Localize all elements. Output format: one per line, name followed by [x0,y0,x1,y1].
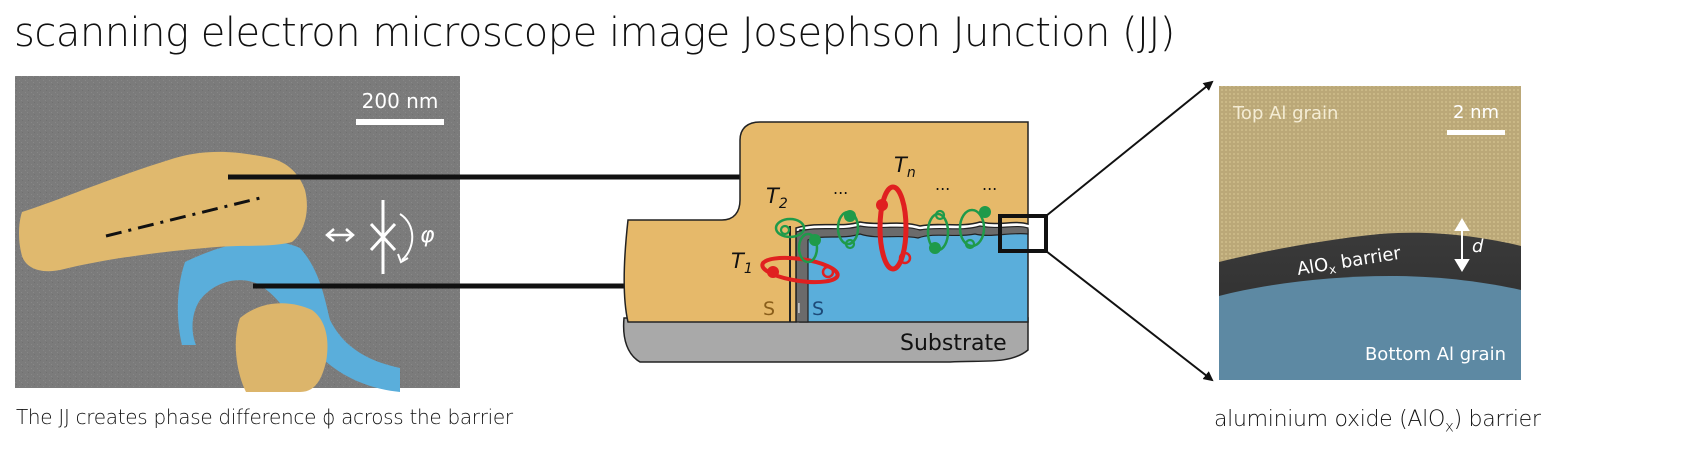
zoom-line-top [1045,80,1214,217]
phi-label: φ [420,223,435,248]
zoom-line-bottom [1045,250,1214,382]
page-title: scanning electron microscope image Josep… [14,10,1175,56]
dots-label-1: ... [833,179,848,198]
tem-image: Top Al grain 2 nm AlOx barrier d Bottom … [1219,86,1521,380]
tem-top-label: Top Al grain [1232,103,1338,124]
zoom-box [998,214,1048,253]
tls-tn-site [898,251,912,265]
dots-label-2: ... [935,175,950,194]
d-label: d [1472,236,1484,257]
junction-schematic: T1 T2 Tn ... ... ... S I S Substrate [622,121,1048,363]
double-arrow-icon [325,228,355,242]
substrate-layer [622,317,1029,363]
tem-bottom-label: Bottom Al grain [1365,344,1506,365]
s-left-label: S [763,298,775,320]
t1-label: T1 [731,249,753,277]
sem-image: 200 nm φ [15,76,460,392]
oxide-barrier [795,225,1029,323]
tem-caption: aluminium oxide (AlOx) barrier [1214,407,1541,436]
t2-label: T2 [766,184,788,212]
bottom-al-layer [799,229,1029,323]
s-right-label: S [812,298,824,320]
substrate-label: Substrate [900,331,1007,356]
tls-tn-atom [876,199,888,211]
sem-scale-label: 200 nm [362,89,439,113]
tem-scale-label: 2 nm [1453,102,1499,123]
tls-tn-loop [877,184,909,272]
i-label: I [797,302,801,317]
tem-scale-bar [1447,130,1505,135]
sem-bottom-electrode [177,240,400,392]
josephson-junction-icon [369,200,414,274]
sem-top-electrode [19,151,307,272]
tls-t1-atom [767,266,779,278]
sem-scale-bar [356,119,444,125]
tem-bottom-grain [1219,276,1521,380]
sem-caption: The JJ creates phase difference ϕ across… [16,405,513,429]
dots-label-3: ... [982,175,997,194]
sem-junction-line [105,196,261,238]
tls-t1-site [821,265,835,279]
tls-green-atoms [809,206,991,254]
thickness-arrow-icon [1454,218,1470,272]
top-al-layer [623,121,1029,323]
sem-lower-pad [235,303,328,392]
tn-label: Tn [894,153,916,181]
